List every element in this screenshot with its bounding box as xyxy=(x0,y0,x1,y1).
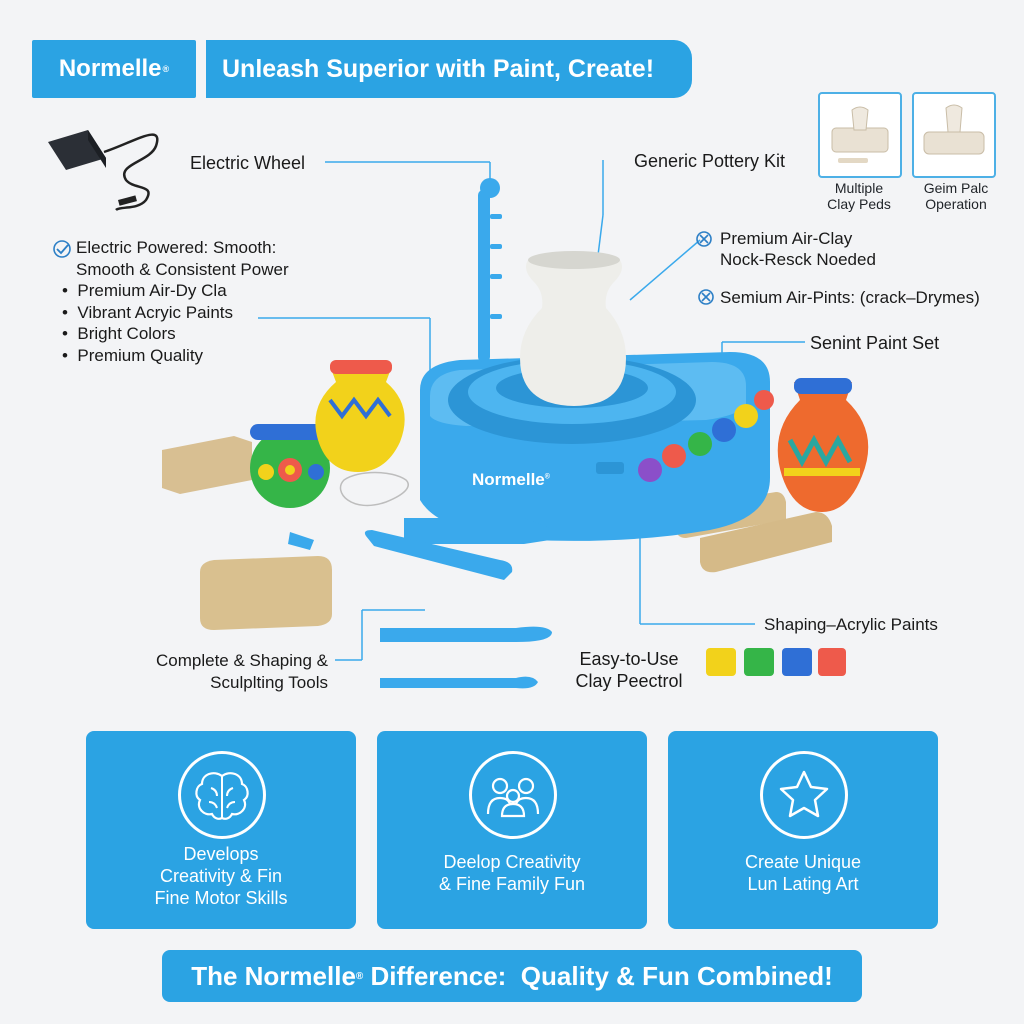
callout-semium-air-pints: Semium Air-Pints: (crack–Drymes) xyxy=(720,288,980,307)
benefit-card-family-fun: Deelop Creativity& Fine Family Fun xyxy=(377,731,647,929)
thumbnail-operation[interactable] xyxy=(912,92,996,178)
pottery-kit-illustration xyxy=(48,130,869,689)
check-circle-icon xyxy=(53,240,71,258)
family-icon xyxy=(469,751,557,839)
feature-item: • Bright Colors xyxy=(62,324,176,343)
tagline-banner: Unleash Superior with Paint, Create! xyxy=(206,40,692,98)
callout-electric-wheel: Electric Wheel xyxy=(190,153,306,173)
feature-bullets: • Premium Air-Dy Cla • Vibrant Acryic Pa… xyxy=(62,280,233,366)
callout-shaping-acrylic: Shaping–Acrylic Paints xyxy=(764,615,938,634)
thumbnail-multiple-clay[interactable] xyxy=(818,92,902,178)
mini-wheel-icon xyxy=(831,106,889,163)
feature-list: Electric Powered: Smooth: Smooth & Consi… xyxy=(76,237,289,280)
tagline-text: Unleash Superior with Paint, Create! xyxy=(222,54,655,83)
wheel-brand-label: Normelle® xyxy=(472,470,550,489)
power-adapter-icon xyxy=(48,130,159,212)
painted-vase-middle xyxy=(315,360,405,472)
check-mark xyxy=(56,244,69,255)
registered-mark: ® xyxy=(162,64,170,74)
bottom-banner: The Normelle® Difference: Quality & Fun … xyxy=(162,950,862,1002)
feature-item: • Vibrant Acryic Paints xyxy=(62,302,233,322)
feature-item: Electric Powered: Smooth: xyxy=(76,238,277,257)
brand-name: Normelle xyxy=(58,55,162,82)
paint-jars xyxy=(706,648,846,676)
x-mark xyxy=(699,234,709,244)
pottery-wheel xyxy=(420,178,774,541)
brain-icon xyxy=(178,751,266,839)
mini-wheel-icon xyxy=(923,104,985,155)
feature-item: • Premium Quality xyxy=(62,345,204,365)
brand-logo: Normelle® xyxy=(32,40,196,98)
callout-sculpting-tools: Complete & Shaping &Sculplting Tools xyxy=(156,651,328,692)
x-circle-icon xyxy=(696,231,712,247)
callout-generic-kit: Generic Pottery Kit xyxy=(634,151,786,171)
painted-vase-left xyxy=(250,424,332,508)
callout-senint-paint-set: Senint Paint Set xyxy=(810,333,940,353)
sculpting-tools xyxy=(288,471,552,689)
feature-item: • Premium Air-Dy Cla xyxy=(62,281,227,300)
painted-vase-right xyxy=(777,378,869,512)
x-mark xyxy=(701,292,711,302)
feature-item: Smooth & Consistent Power xyxy=(76,259,289,279)
x-circle-icon xyxy=(698,289,714,305)
star-icon xyxy=(760,751,848,839)
